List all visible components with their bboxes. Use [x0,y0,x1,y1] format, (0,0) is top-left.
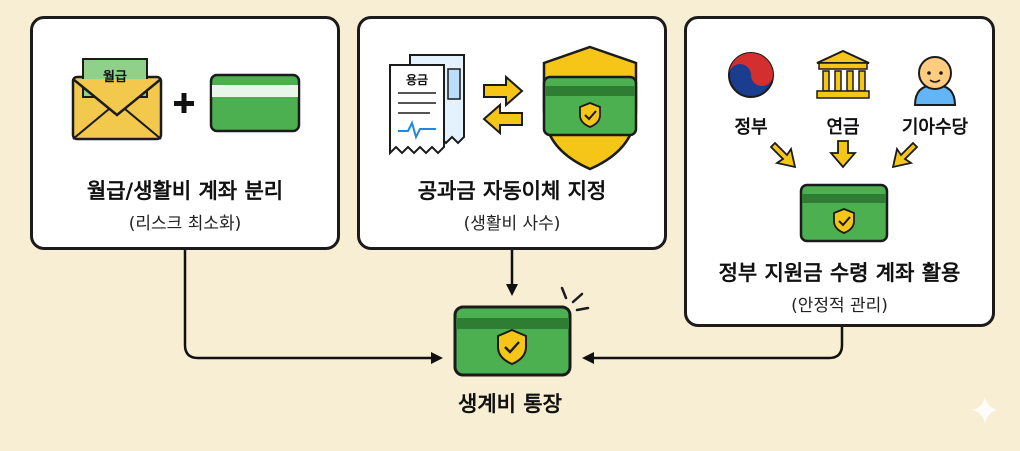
connector-gov-to-center [582,327,844,364]
bank-card-icon [209,73,301,133]
swap-arrows-icon [482,74,524,136]
envelope-label: 월급 [103,70,127,85]
bank-building-icon [816,49,870,99]
card-gov-subtitle: (안정적 관리) [791,296,888,316]
source-label-government: 정부 [734,117,768,138]
card-gov-support: 정부 연금 기아수당 정부 지원금 수령 계좌 활용 (안정적 관리) [684,16,995,327]
bills-illustration [389,45,638,171]
source-label-child-allowance: 기아수당 [901,117,969,138]
bill-document-icon [389,54,465,156]
card-gov-title: 정부 지원금 수령 계좌 활용 [718,261,961,285]
card-bills-subtitle: (생활비 사수) [463,214,561,234]
card-salary-separation: 월급 월급/생활비 계좌 분리 (리스크 최소화) [30,16,340,250]
connector-salary-to-center [183,250,443,364]
card-salary-title: 월급/생활비 계좌 분리 [86,179,284,203]
source-label-pension: 연금 [826,117,860,138]
center-account-label: 생계비 통장 [458,392,562,416]
bill-label: 용금 [405,73,429,87]
card-salary-subtitle: (리스크 최소화) [128,214,242,234]
taegeuk-icon [728,52,774,98]
down-arrows-icon [769,140,919,169]
plus-icon [174,93,194,113]
baby-icon [913,56,957,106]
shield-card-icon [542,45,638,171]
gov-illustration [728,49,957,243]
envelope-icon [71,58,163,141]
card-bills-title: 공과금 자동이체 지정 [417,179,607,203]
salary-illustration [71,58,301,141]
card-auto-transfer: 용금 공과금 자동이체 지정 (생활비 사수) [357,16,667,250]
gov-account-card-icon [799,183,889,243]
